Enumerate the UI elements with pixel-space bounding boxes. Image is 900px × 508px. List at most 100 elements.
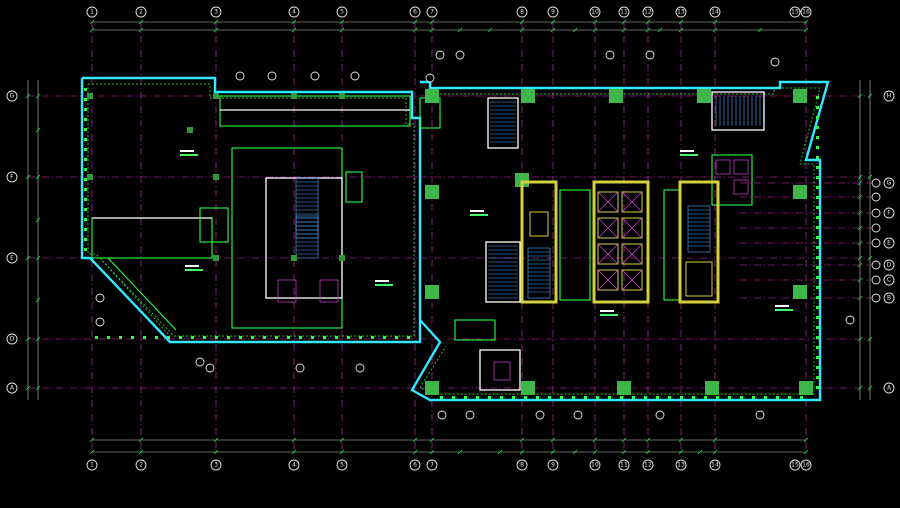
axis-bubble-right-label: D: [887, 262, 892, 269]
dim-tick: [867, 174, 873, 180]
perimeter-mark: [84, 228, 87, 231]
lift-x: [621, 269, 643, 291]
perimeter-mark: [788, 396, 791, 399]
perimeter-mark: [816, 166, 819, 169]
axis-bubble-bottom-label: 16: [802, 462, 810, 469]
column-large: [425, 285, 439, 299]
dim-tick: [803, 449, 809, 455]
axis-bubble-left-label: G: [10, 93, 15, 100]
room-tag: [470, 214, 488, 216]
elevator-cores: [520, 180, 720, 304]
lift-car: [597, 191, 619, 213]
room-tag: [775, 309, 793, 311]
perimeter-mark: [572, 396, 575, 399]
perimeter-mark: [816, 226, 819, 229]
perimeter-mark: [179, 336, 182, 339]
dim-tick: [857, 180, 863, 186]
axis-bubble-left-label: F: [10, 174, 14, 181]
grid-bubble: [425, 73, 435, 83]
dim-tick: [592, 27, 598, 33]
dim-tick: [867, 255, 873, 261]
axis-bubble-bottom: [547, 459, 559, 471]
dim-tick: [621, 19, 627, 25]
dim-tick: [339, 437, 345, 443]
perimeter-mark: [816, 366, 819, 369]
lift-left-1: [277, 279, 297, 303]
room-tag: [180, 150, 194, 152]
axis-bubble-right-inner: [871, 208, 881, 218]
axis-bubble-top: [426, 6, 438, 18]
dim-tick: [35, 255, 41, 261]
axis-bubble-right-label: G: [887, 180, 892, 187]
dim-tick: [803, 27, 809, 33]
dim-tick: [592, 449, 598, 455]
axis-bubble-bottom-label: 10: [591, 462, 599, 469]
perimeter-mark: [227, 336, 230, 339]
axis-bubble-right-label: C: [887, 277, 891, 284]
perimeter-mark: [167, 336, 170, 339]
dim-tick: [712, 27, 718, 33]
room-tag: [775, 305, 789, 307]
lift-x: [597, 191, 619, 213]
column-small: [213, 174, 219, 180]
perimeter-mark: [239, 336, 242, 339]
perimeter-mark: [816, 276, 819, 279]
lift-x: [597, 269, 619, 291]
perimeter-mark: [155, 336, 158, 339]
perimeter-mark: [816, 196, 819, 199]
axis-bubble-top: [675, 6, 687, 18]
perimeter-mark: [816, 106, 819, 109]
axis-bubble-bottom-label: 8: [520, 462, 524, 469]
dim-tick: [487, 27, 493, 33]
perimeter-mark: [680, 396, 683, 399]
perimeter-mark: [299, 336, 302, 339]
grid-bubble: [573, 410, 583, 420]
axis-bubble-bottom-label: 4: [292, 462, 296, 469]
perimeter-mark: [816, 326, 819, 329]
axis-bubble-right-label: E: [887, 240, 891, 247]
column-small: [339, 255, 345, 261]
stair-right-mid: [485, 241, 521, 303]
perimeter-mark: [84, 238, 87, 241]
dim-tick: [89, 19, 95, 25]
column-large: [609, 89, 623, 103]
perimeter-mark: [84, 138, 87, 141]
lift-car: [597, 243, 619, 265]
column-small: [187, 127, 193, 133]
dim-tick: [712, 449, 718, 455]
dim-tick: [138, 437, 144, 443]
perimeter-mark: [548, 396, 551, 399]
perimeter-mark: [740, 396, 743, 399]
grid-bubble: [755, 410, 765, 420]
axis-bubble-right: [883, 207, 895, 219]
perimeter-mark: [84, 188, 87, 191]
axis-bubble-top: [288, 6, 300, 18]
dim-tick: [291, 437, 297, 443]
column-large: [425, 381, 439, 395]
right-wing-curtain-wall: [410, 80, 830, 402]
perimeter-mark: [287, 336, 290, 339]
dim-tick: [857, 225, 863, 231]
room-left-low: [91, 217, 213, 259]
lift-right-2: [733, 159, 749, 175]
perimeter-mark: [776, 396, 779, 399]
dim-tick: [339, 19, 345, 25]
dim-tick: [712, 437, 718, 443]
axis-bubble-top-label: 9: [551, 9, 555, 16]
perimeter-mark: [84, 248, 87, 251]
dim-tick: [35, 174, 41, 180]
axis-bubble-right-label: F: [887, 210, 891, 217]
grid-bubble: [845, 315, 855, 325]
axis-bubble-bottom: [409, 459, 421, 471]
axis-bubble-bottom: [135, 459, 147, 471]
perimeter-mark: [95, 336, 98, 339]
dim-tick: [857, 277, 863, 283]
dim-tick: [35, 93, 41, 99]
dim-tick: [592, 19, 598, 25]
lift-x: [621, 191, 643, 213]
dim-tick: [867, 336, 873, 342]
dim-tick: [339, 27, 345, 33]
axis-bubble-top: [547, 6, 559, 18]
dim-tick: [291, 449, 297, 455]
